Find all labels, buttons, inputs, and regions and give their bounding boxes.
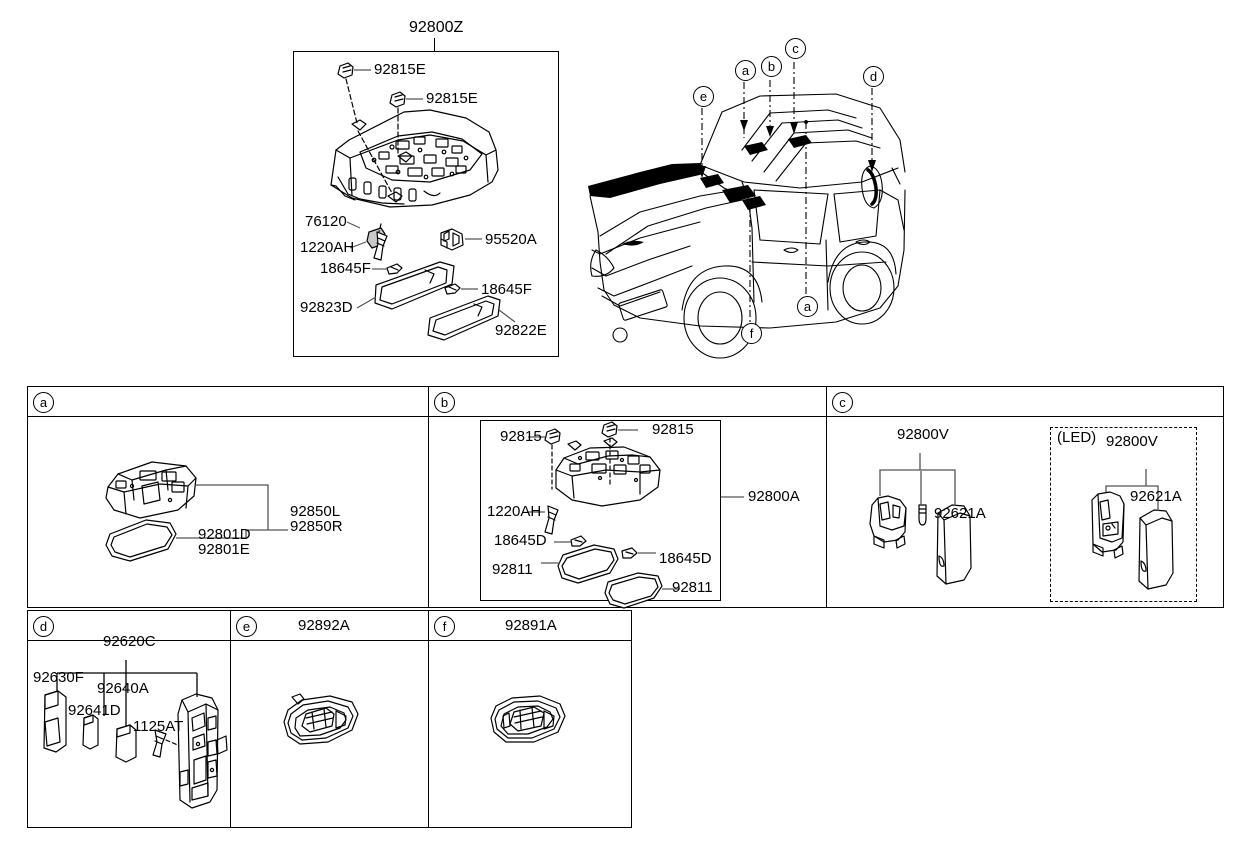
vehicle-callout-c[interactable]: c <box>785 38 806 59</box>
panel-key-b[interactable]: b <box>434 392 455 413</box>
vehicle-callout-a2[interactable]: a <box>797 296 818 317</box>
label-1125at: 1125AT <box>133 718 184 735</box>
label-95520a: 95520A <box>485 231 537 248</box>
label-18645f-left: 18645F <box>320 260 371 277</box>
label-76120: 76120 <box>305 213 347 230</box>
panel-key-e[interactable]: e <box>236 616 257 637</box>
header-leader-line <box>434 38 436 51</box>
label-92850r: 92850R <box>290 518 343 535</box>
label-92801e: 92801E <box>198 541 250 558</box>
label-92640a: 92640A <box>97 680 149 697</box>
label-92815-right: 92815 <box>652 421 694 438</box>
label-92800v-std: 92800V <box>897 426 949 443</box>
label-92621a-led: 92621A <box>1130 488 1182 505</box>
label-92811-right: 92811 <box>672 579 713 596</box>
panel-divider-a-b <box>428 386 430 608</box>
main-panel-box <box>293 51 559 357</box>
label-18645d-left: 18645D <box>494 532 547 549</box>
vehicle-callout-d[interactable]: d <box>863 66 884 87</box>
label-92850l: 92850L <box>290 503 341 520</box>
label-92823d: 92823D <box>300 299 353 316</box>
panel-row-2-frame <box>27 610 632 828</box>
panel-divider-b-c <box>826 386 828 608</box>
panel-c-led-dashed-box <box>1050 427 1197 602</box>
label-92822e: 92822E <box>495 322 547 339</box>
panel-key-d[interactable]: d <box>33 616 54 637</box>
label-92801d: 92801D <box>198 526 251 543</box>
label-1220ah-main: 1220AH <box>300 239 355 256</box>
label-92620c: 92620C <box>103 633 156 650</box>
panel-key-a[interactable]: a <box>33 392 54 413</box>
panel-f-title: 92891A <box>505 617 557 634</box>
panel-b-inner-box <box>480 420 721 601</box>
vehicle-callout-f[interactable]: f <box>741 323 762 344</box>
label-18645d-right: 18645D <box>659 550 712 567</box>
label-92800a: 92800A <box>748 488 800 505</box>
label-led-tag: (LED) <box>1057 429 1097 446</box>
panel-row-2-header-rule <box>27 640 632 642</box>
panel-divider-d-e <box>230 610 232 828</box>
vehicle-callout-e[interactable]: e <box>693 86 714 107</box>
label-92621a-std: 92621A <box>934 505 986 522</box>
label-92815e-top: 92815E <box>374 61 426 78</box>
main-panel-header-part: 92800Z <box>409 19 464 36</box>
panel-key-c[interactable]: c <box>832 392 853 413</box>
label-92641d: 92641D <box>68 702 121 719</box>
label-92630f: 92630F <box>33 669 84 686</box>
label-1220ah-panel-b: 1220AH <box>487 503 542 520</box>
panel-divider-e-f <box>428 610 430 828</box>
label-92815e-second: 92815E <box>426 90 478 107</box>
panel-row-1-header-rule <box>27 416 1224 418</box>
label-92800v-led: 92800V <box>1106 433 1158 450</box>
label-92815-left: 92815 <box>500 428 542 445</box>
label-92811-left: 92811 <box>492 561 533 578</box>
label-18645f-right: 18645F <box>481 281 532 298</box>
panel-key-f[interactable]: f <box>434 616 455 637</box>
vehicle-callout-b[interactable]: b <box>761 56 782 77</box>
panel-e-title: 92892A <box>298 617 350 634</box>
vehicle-callout-a[interactable]: a <box>735 60 756 81</box>
